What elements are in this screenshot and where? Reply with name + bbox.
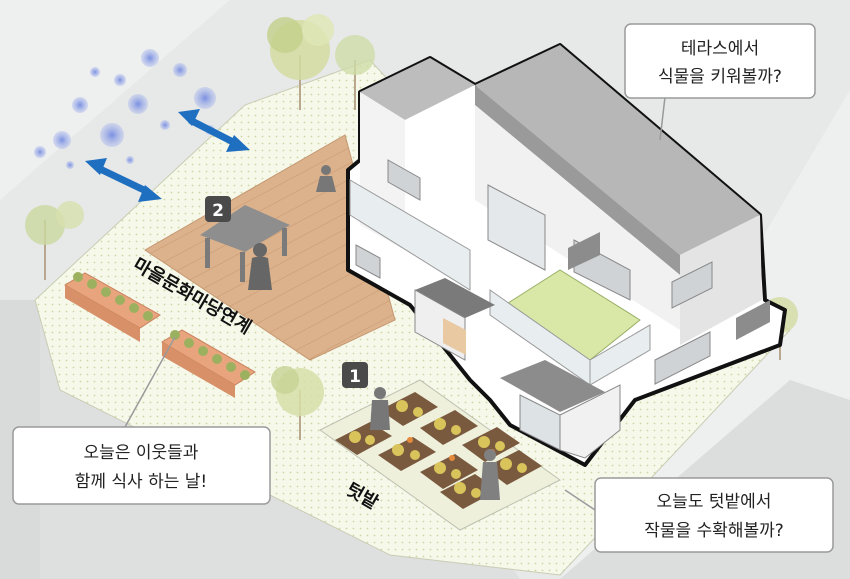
wooden-deck — [144, 134, 396, 361]
callout-pointers — [124, 96, 666, 511]
badge-garden: 1 — [342, 362, 368, 388]
callout-terrace-line2: 식물을 키워볼까? — [658, 67, 782, 87]
callout-meal: 오늘은 이웃들과 함께 식사 하는 날! — [12, 426, 271, 505]
air-bubbles-illustration — [34, 49, 216, 169]
airflow-arrows — [85, 109, 250, 202]
callout-meal-line1: 오늘은 이웃들과 — [84, 443, 199, 463]
badge-deck-number: 2 — [212, 201, 224, 221]
planters — [64, 272, 256, 398]
callout-harvest-line2: 작물을 수확해볼까? — [644, 521, 784, 541]
vegetable-garden — [319, 379, 561, 531]
callout-terrace-line1: 테라스에서 — [681, 39, 759, 59]
badge-garden-number: 1 — [349, 367, 361, 387]
callout-terrace: 테라스에서 식물을 키워볼까? — [624, 23, 816, 99]
house — [346, 43, 787, 467]
callout-harvest: 오늘도 텃밭에서 작물을 수확해볼까? — [594, 477, 834, 553]
badge-deck: 2 — [205, 196, 231, 222]
callout-meal-line2: 함께 식사 하는 날! — [75, 472, 208, 492]
callout-harvest-line1: 오늘도 텃밭에서 — [657, 492, 772, 512]
